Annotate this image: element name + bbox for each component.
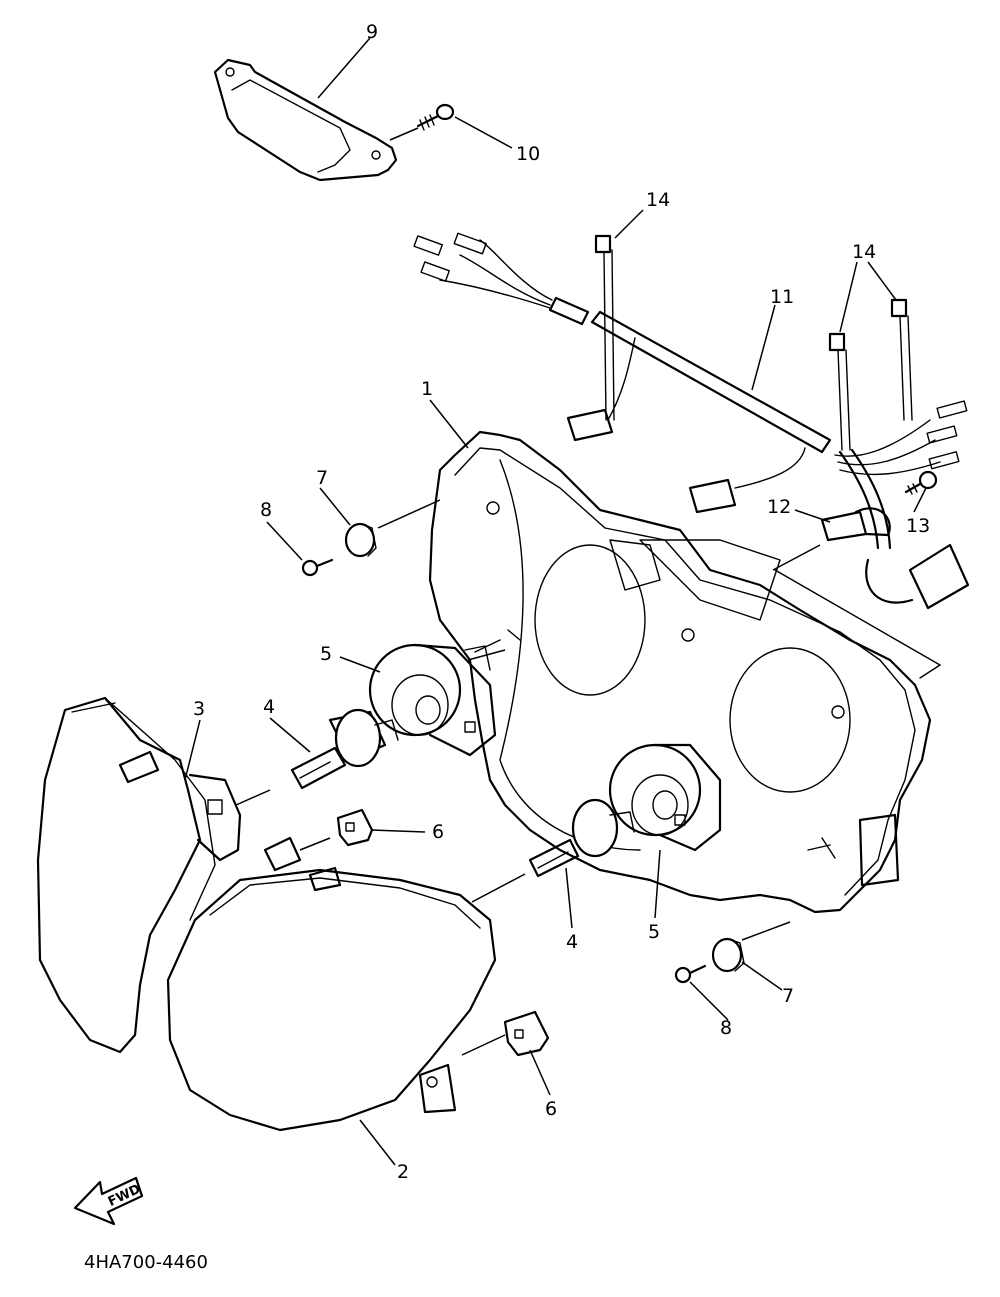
part-10-screw [416,103,455,131]
part-12-clamp [820,507,891,542]
part-5-socket-upper [368,643,497,757]
part-6-bulb-cap-lower [503,1010,550,1057]
part-13-screw [904,470,938,495]
callout-5-lower: 5 [648,921,660,943]
callout-6-lower: 6 [545,1098,557,1120]
part-7-grommet-lower [711,937,745,973]
callout-10: 10 [516,143,540,165]
callout-4-upper: 4 [263,696,275,718]
callout-1: 1 [421,378,433,400]
part-8-screw-lower [674,964,707,984]
fwd-label: FWD [106,1182,143,1210]
callout-7-upper: 7 [316,467,328,489]
part-8-screw-upper [301,558,334,577]
callout-3: 3 [193,698,205,720]
part-4-bulb-lower [528,798,635,878]
part-3-headlight-left [36,696,242,1054]
diagram-code: 4HA700-4460 [84,1252,208,1273]
callout-4-lower: 4 [566,931,578,953]
fwd-arrow: FWD [73,1176,143,1226]
part-14-cable-ties [594,234,913,451]
leader-lines [184,37,927,1166]
callout-14-right: 14 [852,241,876,263]
callout-7-lower: 7 [782,985,794,1007]
callout-2: 2 [397,1161,409,1183]
callout-14-upper: 14 [646,189,670,211]
part-9-cover [213,58,398,182]
part-2-headlight-right [166,836,497,1132]
callout-5-upper: 5 [320,643,332,665]
callout-6-upper: 6 [432,821,444,843]
part-1-housing-bracket [428,430,941,914]
part-4-bulb-upper [290,708,399,790]
part-7-grommet-upper [344,522,377,558]
part-5-socket-lower [608,743,722,852]
callout-labels: 9 10 14 14 11 1 7 8 12 13 5 3 4 6 4 5 7 … [193,21,930,1183]
callout-12: 12 [767,496,791,518]
callout-8-lower: 8 [720,1017,732,1039]
callout-11: 11 [770,286,794,308]
callout-9: 9 [366,21,378,43]
part-6-bulb-cap-upper [336,808,374,847]
part-11-wire-harness [413,232,970,610]
callout-8-upper: 8 [260,499,272,521]
callout-13: 13 [906,515,930,537]
